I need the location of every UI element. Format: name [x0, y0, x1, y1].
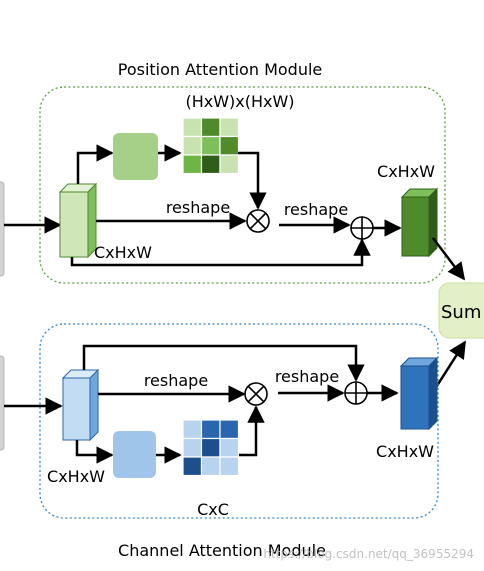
cam-add-icon — [344, 381, 368, 405]
pam-matrix-label: (HxW)x(HxW) — [185, 92, 294, 111]
cam-title: Channel Attention Module — [118, 541, 326, 560]
pam-matrix-to-multiply-arrow — [238, 151, 267, 210]
pam-add-icon — [350, 216, 374, 240]
matrix-cell — [219, 117, 240, 138]
matrix-cell — [219, 154, 240, 175]
pam-output-box — [400, 187, 439, 258]
cam-conv-block — [113, 431, 156, 478]
cam-module-border — [39, 323, 439, 519]
pam-multiply-icon — [246, 209, 270, 233]
cam-multiply-icon — [244, 382, 268, 406]
matrix-cell — [182, 419, 203, 440]
cam-reshape2-label: reshape — [275, 367, 339, 386]
pam-module-border — [39, 86, 446, 284]
matrix-cell — [219, 437, 240, 458]
pam-output-label: CxHxW — [377, 162, 435, 181]
watermark: https://blog.csdn.net/qq_36955294 — [263, 547, 474, 561]
pam-title: Position Attention Module — [118, 60, 323, 79]
matrix-cell — [200, 437, 221, 458]
pam-upper-branch-arrow — [76, 144, 114, 184]
matrix-cell — [182, 437, 203, 458]
matrix-cell — [182, 456, 203, 477]
pam-reshape-label: reshape — [166, 198, 230, 217]
cam-top-branch-arrow — [82, 344, 365, 382]
cam-lower-branch-arrow — [75, 440, 114, 464]
matrix-cell — [200, 135, 221, 156]
cam-attention-matrix — [182, 419, 240, 477]
matrix-cell — [219, 135, 240, 156]
matrix-cell — [200, 456, 221, 477]
cam-matrix-label: CxC — [197, 500, 229, 519]
pam-input-block — [0, 181, 5, 277]
pam-to-sum-arrow — [432, 237, 466, 281]
sum-label: Sum — [441, 302, 481, 323]
matrix-cell — [182, 135, 203, 156]
matrix-cell — [182, 154, 203, 175]
matrix-cell — [182, 117, 203, 138]
sum-box — [438, 282, 484, 339]
matrix-cell — [219, 456, 240, 477]
cam-input-block — [0, 355, 5, 451]
cam-feature-label: CxHxW — [47, 467, 105, 486]
cam-output-label: CxHxW — [376, 442, 434, 461]
matrix-cell — [200, 154, 221, 175]
cam-reshape-label: reshape — [144, 371, 208, 390]
matrix-cell — [200, 117, 221, 138]
pam-residual-arrow — [70, 238, 371, 267]
pam-feature-box — [58, 182, 98, 259]
matrix-cell — [200, 419, 221, 440]
pam-attention-matrix — [182, 117, 240, 175]
pam-conv-block — [113, 133, 158, 180]
cam-matrix-to-multiply-arrow — [239, 405, 265, 457]
cam-output-box — [399, 356, 439, 431]
pam-reshape2-label: reshape — [284, 200, 348, 219]
cam-feature-box — [61, 368, 100, 442]
pam-feature-label: CxHxW — [94, 243, 152, 262]
matrix-cell — [219, 419, 240, 440]
